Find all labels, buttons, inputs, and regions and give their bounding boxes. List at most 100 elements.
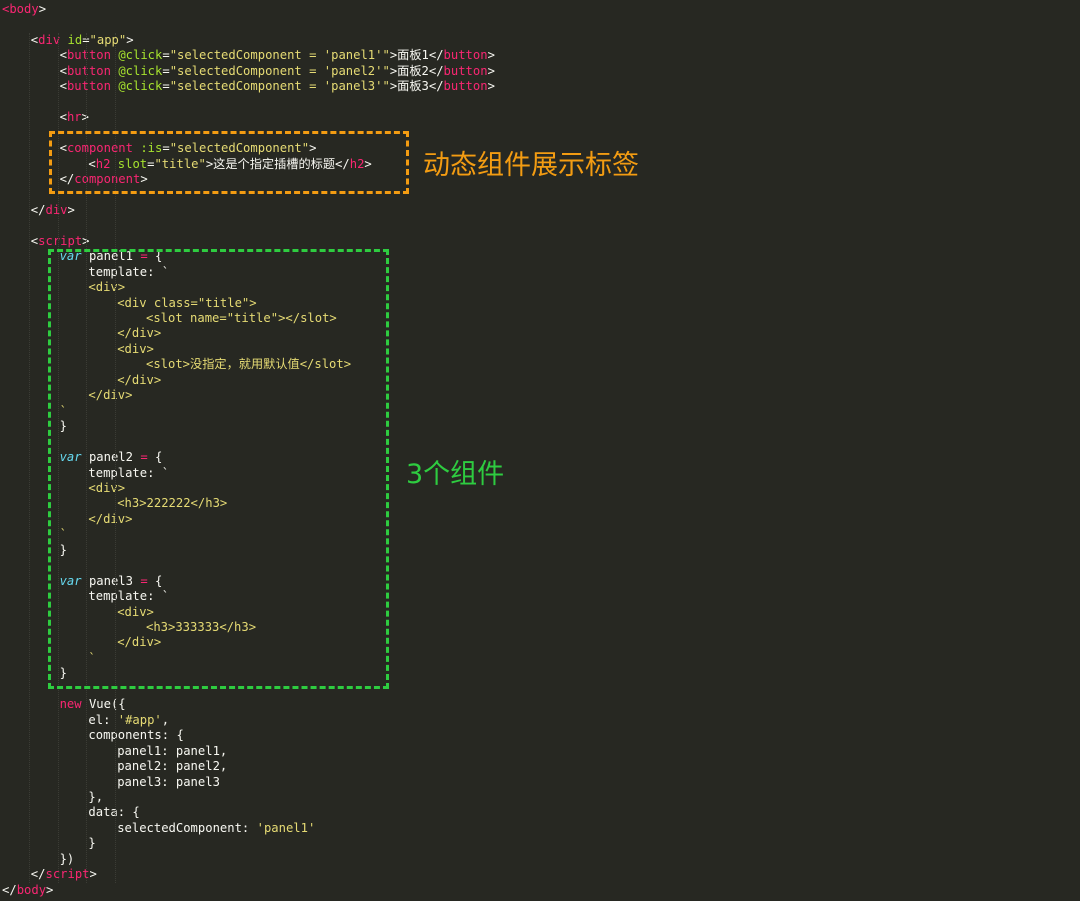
code-line: </body> [2,883,53,898]
code-line: </div> [88,512,132,527]
code-token: ` [88,650,96,665]
code-line: } [60,419,67,434]
code-token: panel3 [81,573,141,588]
code-token: body [16,882,47,897]
code-token: template: ` [88,264,170,279]
code-token: , [161,712,170,727]
code-token: < [59,141,67,156]
code-token: > [82,233,90,248]
code-token: > [38,2,47,16]
code-token: < [59,63,67,78]
code-token: el: [88,712,118,727]
code-token: = [140,450,148,465]
code-token: = [140,249,148,264]
code-token: hr [66,110,82,125]
code-token: Vue({ [81,697,126,712]
code-token: <h3>333333</h3> [146,620,257,634]
code-line: ` [88,651,95,666]
code-token: button [66,63,111,78]
code-token: > [487,63,495,78]
code-token: > [81,110,89,125]
code-line: <div class="title"> [117,296,256,311]
code-token: > [67,202,75,217]
code-token: panel1: panel1, [117,743,228,758]
code-token: } [59,542,67,557]
code-token: @click [118,48,163,63]
code-line: } [60,666,67,681]
code-token: :is [140,141,163,156]
code-line: <script> [31,234,90,249]
code-line: var panel2 = { [60,450,163,465]
code-token: }) [59,851,75,866]
code-token: h2 [95,156,111,171]
code-line: panel2: panel2, [117,759,227,774]
code-line: <button @click="selectedComponent = 'pan… [60,48,495,63]
code-token: > [126,32,134,47]
code-line: <h2 slot="title">这是个指定插槽的标题</h2> [88,157,371,172]
code-line: </div> [88,388,132,403]
code-token: </div> [88,511,133,526]
code-token: > [309,141,317,156]
code-token: "app" [89,32,127,47]
code-token: = [162,141,170,156]
code-token: new [59,697,82,712]
code-line: <button @click="selectedComponent = 'pan… [60,79,495,94]
code-token: components: { [88,728,184,743]
code-token: "title" [154,156,206,171]
code-line: var panel3 = { [60,574,163,589]
code-line: }, [88,790,103,805]
code-token: { [147,573,163,588]
code-line: <component :is="selectedComponent"> [60,141,317,156]
code-token [60,33,67,47]
component-tag-highlight-box [49,131,409,194]
code-token: } [59,419,67,434]
code-token: script [38,233,83,248]
code-token: panel2: panel2, [117,759,228,774]
code-token: var [59,450,82,465]
code-token: > [89,867,97,882]
code-token: div [38,32,61,47]
code-token: <body [2,2,39,16]
code-line: <div id="app"> [31,33,134,48]
code-token: { [147,249,163,264]
code-token: @click [118,79,163,94]
code-line: <slot name="title"></slot> [146,311,337,326]
code-token: < [59,48,67,63]
code-token: = [82,32,90,47]
code-token: > [487,48,495,63]
code-token: panel3: panel3 [117,774,220,789]
code-token: div [45,202,68,217]
code-token: = [162,63,170,78]
code-line: <div> [117,605,154,620]
code-token: <slot>没指定，就用默认值</slot> [146,357,352,372]
code-token: </div> [117,326,162,341]
code-token: var [59,249,82,264]
indent-guide [28,32,30,883]
code-line: </div> [117,326,161,341]
code-line: el: '#app', [88,713,169,728]
code-line: </div> [117,373,161,388]
code-token: = [147,156,155,171]
code-token: }, [88,789,104,804]
code-line: } [60,543,67,558]
code-token: = [162,79,170,94]
code-line: var panel1 = { [60,249,163,264]
code-token: '#app' [117,712,162,727]
code-token: button [66,48,111,63]
code-token: < [30,32,39,47]
code-token: @click [118,63,163,78]
code-token: component [66,141,133,156]
code-token: < [88,156,96,171]
code-token: template: ` [88,465,170,480]
code-line: <h3>222222</h3> [117,496,227,511]
code-line: template: ` [88,589,169,604]
code-token: = [140,573,148,588]
code-token: script [45,867,90,882]
code-token: } [88,836,96,851]
code-token: template: ` [88,589,170,604]
code-line: </div> [117,635,161,650]
code-token: ` [59,527,67,542]
code-line: </div> [31,203,75,218]
code-token: </ [30,867,46,882]
